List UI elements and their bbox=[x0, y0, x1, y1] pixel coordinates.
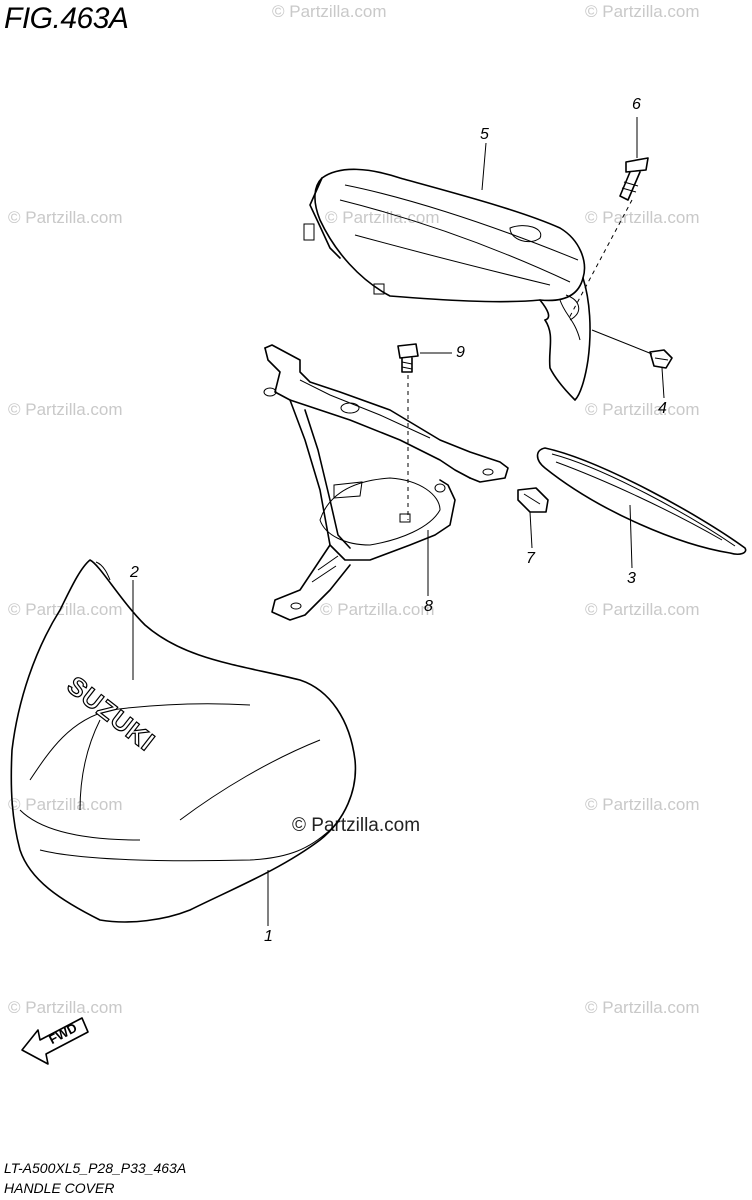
figure-title: FIG.463A bbox=[4, 2, 129, 35]
watermark: © Partzilla.com bbox=[320, 600, 435, 619]
watermark: © Partzilla.com bbox=[585, 208, 700, 227]
leader-line-3 bbox=[629, 504, 633, 569]
figure-name: HANDLE COVER bbox=[4, 1180, 115, 1196]
bolt-part bbox=[397, 343, 419, 373]
callout-5: 5 bbox=[480, 126, 489, 143]
leader-line-6-dashed bbox=[567, 199, 633, 321]
callout-1: 1 bbox=[264, 928, 273, 945]
watermark: © Partzilla.com bbox=[8, 600, 123, 619]
watermark: © Partzilla.com bbox=[585, 795, 700, 814]
front-handle-cover-part bbox=[10, 559, 357, 923]
callout-7: 7 bbox=[526, 550, 535, 567]
watermark: © Partzilla.com bbox=[8, 795, 123, 814]
watermark: © Partzilla.com bbox=[585, 400, 700, 419]
clip-part bbox=[649, 349, 673, 369]
screw-part bbox=[619, 157, 649, 201]
nut-clip-part bbox=[517, 487, 549, 513]
watermark: © Partzilla.com bbox=[585, 998, 700, 1017]
watermark: © Partzilla.com bbox=[325, 208, 440, 227]
leader-line-5 bbox=[481, 142, 487, 191]
leader-line-4a bbox=[591, 329, 653, 355]
leader-line-4 bbox=[661, 367, 665, 399]
callout-3: 3 bbox=[627, 570, 636, 587]
watermark: © Partzilla.com bbox=[585, 2, 700, 21]
watermark: © Partzilla.com bbox=[8, 998, 123, 1017]
callout-6: 6 bbox=[632, 96, 641, 113]
callout-2: 2 bbox=[130, 564, 139, 581]
watermark: © Partzilla.com bbox=[272, 2, 387, 21]
watermark: © Partzilla.com bbox=[292, 815, 421, 836]
watermark: © Partzilla.com bbox=[8, 208, 123, 227]
callout-4: 4 bbox=[658, 400, 667, 417]
callout-9: 9 bbox=[456, 344, 465, 361]
handle-cover-upper-part bbox=[303, 168, 591, 401]
watermark: © Partzilla.com bbox=[8, 400, 123, 419]
trim-part bbox=[536, 447, 747, 555]
forward-arrow-icon bbox=[21, 1017, 89, 1065]
watermark: © Partzilla.com bbox=[585, 600, 700, 619]
figure-code: LT-A500XL5_P28_P33_463A bbox=[4, 1160, 187, 1176]
callout-8: 8 bbox=[424, 598, 433, 615]
leader-line-7 bbox=[529, 511, 533, 549]
bracket-part bbox=[263, 344, 509, 621]
